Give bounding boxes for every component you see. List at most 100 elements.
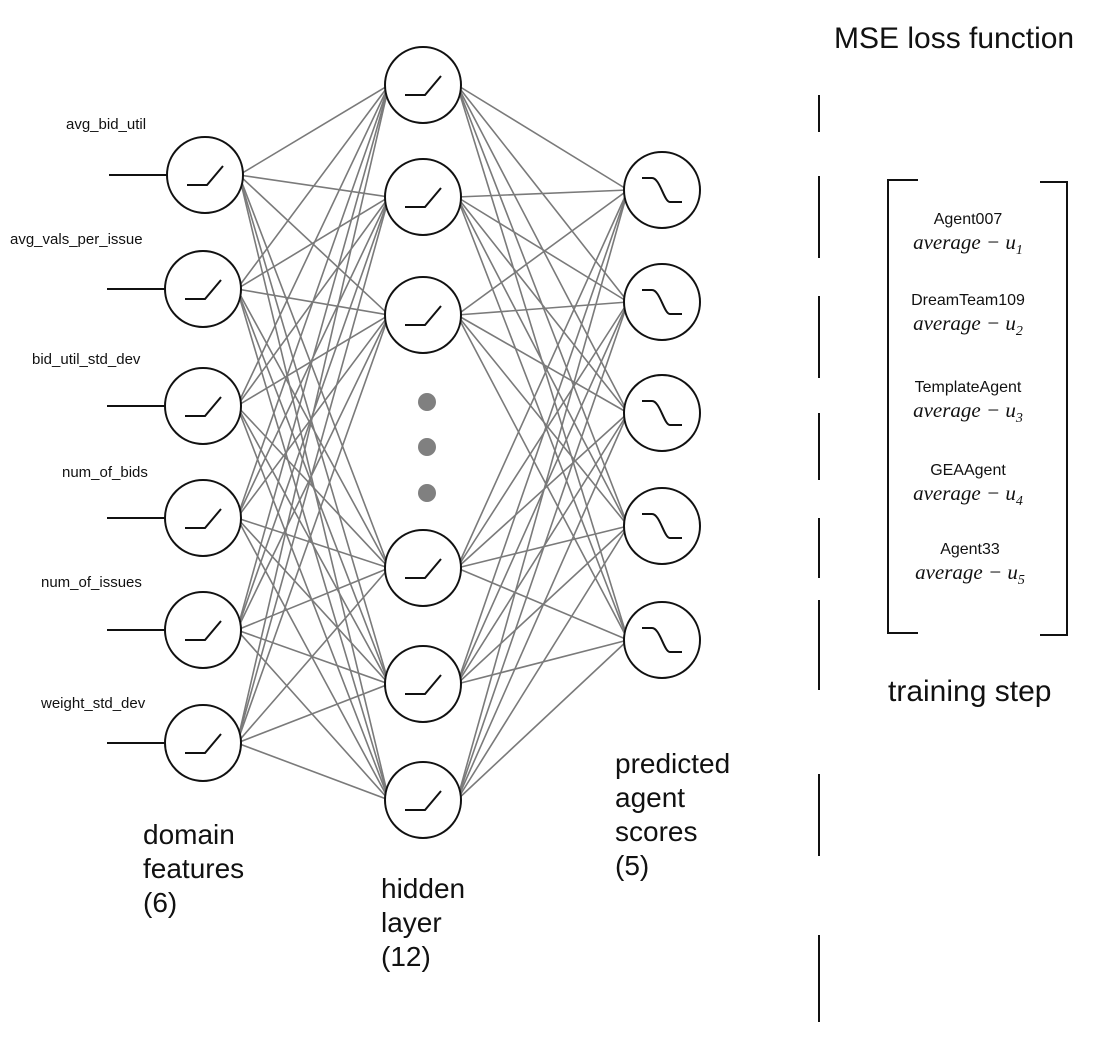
agent-name: GEAAgent — [930, 462, 1006, 479]
expr-subscript: 4 — [1015, 494, 1023, 510]
output-neuron — [623, 487, 701, 565]
relu-curve — [185, 733, 222, 754]
connection-line — [456, 196, 629, 414]
sigmoid-curve — [642, 177, 682, 203]
connection-line — [456, 412, 629, 801]
output-neuron — [623, 151, 701, 229]
caption-line: (6) — [143, 887, 178, 918]
caption-line: (5) — [615, 850, 650, 881]
connection-line — [236, 84, 390, 744]
sigmoid-curve — [642, 289, 682, 315]
hidden-ellipsis — [418, 393, 436, 502]
hidden-neuron — [384, 158, 462, 236]
input-neuron — [166, 136, 244, 214]
feature-label: num_of_bids — [62, 464, 148, 481]
caption-line: (12) — [381, 941, 431, 972]
connection-line — [236, 629, 390, 685]
connection-line — [236, 314, 390, 744]
neuron-circle — [384, 158, 462, 236]
connection-line — [456, 189, 629, 569]
hidden-neuron — [384, 761, 462, 839]
input-neuron — [164, 367, 242, 445]
neuron-circle — [384, 529, 462, 607]
relu-curve — [405, 674, 442, 695]
connection-line — [236, 288, 390, 569]
vector-entry: Agent33 average − u5 — [860, 540, 1080, 593]
expr-text: average − u — [913, 230, 1016, 254]
connection-line — [236, 84, 390, 519]
feature-label: bid_util_std_dev — [32, 351, 141, 368]
caption-line: layer — [381, 907, 442, 938]
agent-expression: average − u5 — [860, 560, 1080, 593]
hidden-layer-caption: hidden layer (12) — [381, 872, 465, 974]
agent-name: Agent007 — [933, 211, 1003, 228]
connection-line — [236, 683, 390, 744]
connection-line — [456, 412, 629, 569]
caption-line: scores — [615, 816, 698, 847]
expr-subscript: 3 — [1015, 411, 1023, 427]
connection-line — [456, 196, 629, 527]
connection-line — [238, 84, 390, 176]
connection-line — [236, 517, 390, 685]
feature-label: avg_vals_per_issue — [10, 231, 143, 248]
relu-curve — [405, 187, 442, 208]
neuron-circle — [164, 479, 242, 557]
relu-curve — [185, 279, 222, 300]
connection-line — [236, 405, 390, 569]
feature-label: weight_std_dev — [41, 695, 146, 712]
connection-line — [236, 742, 390, 801]
neurons — [164, 46, 701, 839]
connection-line — [456, 196, 629, 303]
neuron-circle — [384, 645, 462, 723]
connection-line — [456, 412, 629, 685]
connection-line — [456, 189, 629, 801]
connection-line — [236, 314, 390, 407]
connection-line — [236, 84, 390, 407]
sigmoid-curve — [642, 513, 682, 539]
agent-expression: average − u3 — [858, 398, 1078, 431]
agent-name: DreamTeam109 — [911, 292, 1025, 309]
connection-line — [236, 629, 390, 801]
loss-title: MSE loss function — [834, 22, 1075, 55]
connection-line — [456, 301, 629, 801]
relu-curve — [405, 790, 442, 811]
input-neuron — [164, 704, 242, 782]
input-neuron — [164, 250, 242, 328]
expr-text: average − u — [913, 481, 1016, 505]
caption-line: predicted — [615, 748, 731, 779]
right-bracket — [1040, 181, 1068, 636]
caption-line: agent — [615, 782, 686, 813]
caption-line: features — [143, 853, 245, 884]
neuron-circle — [164, 367, 242, 445]
connection-line — [456, 314, 629, 414]
connection-line — [236, 567, 390, 631]
connection-line — [456, 301, 629, 316]
expr-text: average − u — [913, 398, 1016, 422]
left-bracket — [887, 179, 918, 634]
ellipsis-dot — [418, 438, 436, 456]
connection-line — [236, 405, 390, 685]
connection-line — [456, 84, 629, 191]
neuron-circle — [166, 136, 244, 214]
relu-curve — [405, 558, 442, 579]
training-step-label: training step — [888, 675, 1052, 708]
connection-line — [236, 84, 390, 631]
ellipsis-dot — [418, 393, 436, 411]
output-layer-caption: predicted agent scores (5) — [615, 747, 730, 883]
input-layer-caption: domain features (6) — [143, 818, 244, 920]
relu-curve — [187, 165, 224, 186]
feature-label: num_of_issues — [41, 574, 142, 591]
vector-entry: Agent007 average − u1 — [858, 210, 1078, 263]
relu-curve — [405, 305, 442, 326]
hidden-neuron — [384, 529, 462, 607]
connection-line — [456, 189, 629, 198]
neuron-circle — [164, 704, 242, 782]
expr-subscript: 5 — [1017, 573, 1025, 589]
caption-line: hidden — [381, 873, 466, 904]
hidden-neuron — [384, 276, 462, 354]
connection-line — [456, 196, 629, 641]
neuron-circle — [164, 250, 242, 328]
expr-text: average − u — [915, 560, 1018, 584]
ellipsis-dot — [418, 484, 436, 502]
